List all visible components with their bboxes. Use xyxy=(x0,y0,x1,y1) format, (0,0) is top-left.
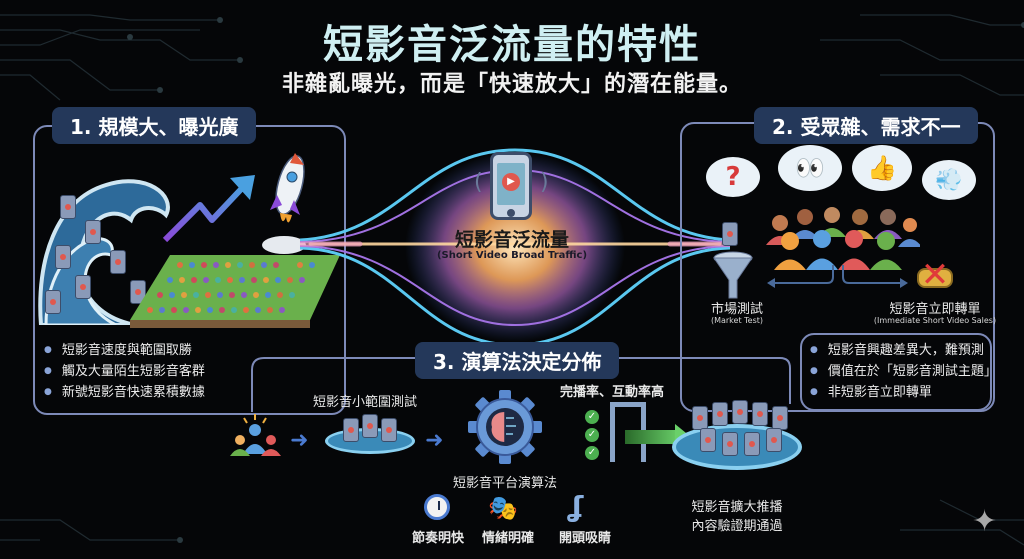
check-icon: ✓ xyxy=(585,410,599,424)
wave-phone xyxy=(75,275,91,299)
small-range-test-label: 短影音小範圍測試 xyxy=(312,395,417,410)
verification-passed-label: 內容驗證期通過 xyxy=(691,519,783,534)
immediate-sales-label-en: (Immediate Short Video Sales) xyxy=(873,316,997,325)
large-distribution-dish-illustration xyxy=(672,396,802,476)
wave-phone xyxy=(85,220,101,244)
metrics-label: 完播率、互動率高 xyxy=(560,385,665,400)
expand-push-label: 短影音擴大推播 xyxy=(691,500,783,515)
signal-waves-right-icon: ) xyxy=(540,170,549,195)
eyes-bubble-icon: 👀 xyxy=(778,145,842,191)
audience-crowd-illustration xyxy=(760,205,922,270)
split-arrow-icon xyxy=(767,265,908,288)
section1-badge: 1. 規模大、曝光廣 xyxy=(52,107,257,144)
small-test-dish-illustration xyxy=(325,414,415,458)
user-group-icon xyxy=(230,414,281,456)
page-subtitle: 非雜亂曝光，而是「快速放大」的潛在能量。 xyxy=(281,72,742,97)
funnel-phone xyxy=(722,222,738,246)
trend-arrow-icon xyxy=(162,175,255,243)
platform-algorithm-label: 短影音平台演算法 xyxy=(452,476,557,491)
section3-badge: 3. 演算法決定分佈 xyxy=(415,342,620,379)
section1-bullets: 短影音速度與範圍取勝 觸及大量陌生短影音客群 新號短影音快速累積數據 xyxy=(44,341,205,404)
theater-masks-icon: 🎭 xyxy=(488,494,518,522)
bullet-item: 短影音興趣差異大，難預測 xyxy=(810,341,997,362)
market-test-label-en: (Market Test) xyxy=(710,316,764,325)
wave-phone xyxy=(130,280,146,304)
check-icon: ✓ xyxy=(585,446,599,460)
bullet-item: 觸及大量陌生短影音客群 xyxy=(44,362,205,383)
signal-waves-left-icon: ( xyxy=(474,170,483,195)
algorithm-brain-gear-icon xyxy=(468,390,542,464)
page-title: 短影音泛流量的特性 xyxy=(323,22,701,68)
amplify-arrow-icon xyxy=(625,430,680,444)
hook-icon: ʆ xyxy=(568,490,584,523)
factor-label: 節奏明快 xyxy=(411,531,464,546)
thumbs-up-bubble-icon: 👍 xyxy=(852,145,912,191)
bullet-item: 短影音速度與範圍取勝 xyxy=(44,341,205,362)
wave-phone xyxy=(110,250,126,274)
immediate-sales-label: 短影音立即轉單 xyxy=(889,302,981,317)
wave-phone xyxy=(55,245,71,269)
funnel-icon xyxy=(713,251,753,299)
crowd-platform-illustration xyxy=(130,250,340,330)
flow-arrow-icon: ➜ xyxy=(425,428,444,453)
factor-label: 情緒明確 xyxy=(481,531,534,546)
wave-phone xyxy=(60,195,76,219)
sparkle-icon: ✦ xyxy=(972,504,998,539)
section2-badge: 2. 受眾雜、需求不一 xyxy=(754,107,979,144)
question-bubble-icon: ? xyxy=(706,157,760,197)
energy-vortex-illustration xyxy=(300,148,730,347)
bullet-item: 價值在於「短影音測試主題」 xyxy=(810,362,997,383)
wave-phone xyxy=(45,290,61,314)
center-title: 短影音泛流量 xyxy=(454,229,569,251)
market-test-label: 市場測試 xyxy=(710,302,763,317)
section2-bullets: 短影音興趣差異大，難預測 價值在於「短影音測試主題」 非短影音立即轉單 xyxy=(810,341,997,404)
check-icon: ✓ xyxy=(585,428,599,442)
rocket-icon xyxy=(262,153,306,254)
bullet-item: 新號短影音快速累積數據 xyxy=(44,383,205,404)
bullet-item: 非短影音立即轉單 xyxy=(810,383,997,404)
stopwatch-icon xyxy=(424,494,450,520)
flow-arrow-icon: ➜ xyxy=(290,428,309,453)
crossed-out-sales-icon: ✕ xyxy=(915,256,955,294)
smartphone-play-icon: ▶ xyxy=(490,152,532,220)
wind-bubble-icon: 💨 xyxy=(922,160,976,200)
factor-label: 開頭吸睛 xyxy=(558,531,611,546)
center-subtitle: (Short Video Broad Traffic) xyxy=(436,250,588,261)
